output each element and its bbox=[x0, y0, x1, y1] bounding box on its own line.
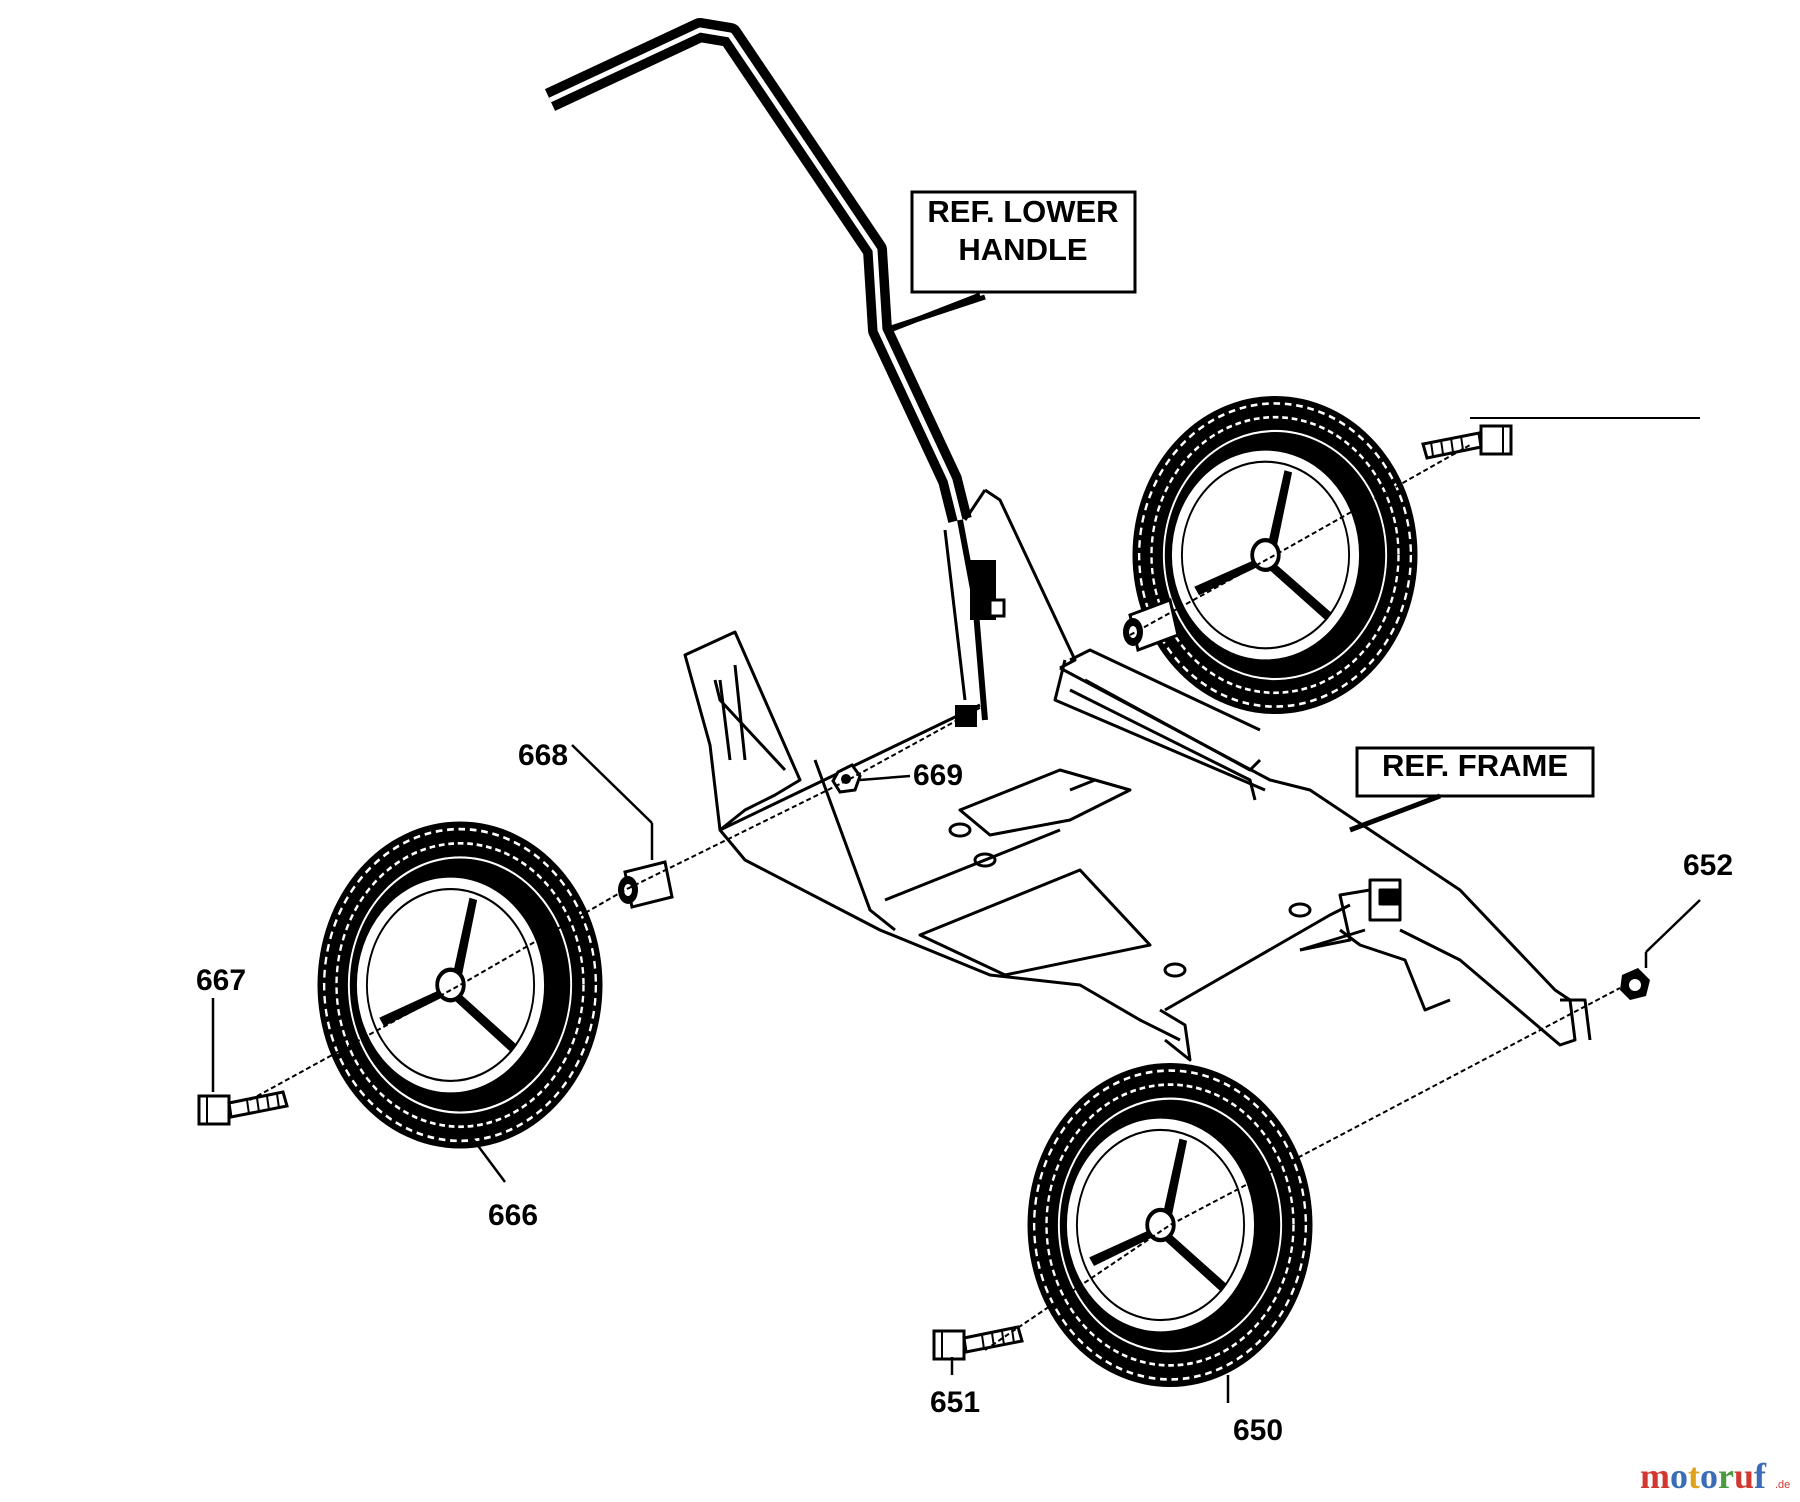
part-666-label: 666 bbox=[488, 1199, 538, 1232]
watermark-letter: m bbox=[1640, 1456, 1670, 1496]
bolt-651 bbox=[932, 1325, 1024, 1361]
watermark-letter: u bbox=[1734, 1456, 1754, 1496]
bolt-667 bbox=[197, 1090, 289, 1126]
ref-frame-label: REF. FRAME bbox=[1382, 748, 1568, 783]
frame bbox=[683, 488, 1592, 1062]
part-651-label: 651 bbox=[930, 1386, 980, 1419]
nut-669 bbox=[831, 763, 862, 794]
wheel-upper-right bbox=[1133, 396, 1418, 714]
part-667-label: 667 bbox=[196, 964, 246, 997]
ref-frame-callout: REF. FRAME bbox=[1349, 746, 1595, 833]
ref-lower-handle-line1: REF. LOWER bbox=[927, 194, 1118, 229]
part-669-label: 669 bbox=[913, 759, 963, 792]
watermark-letter: o bbox=[1700, 1456, 1718, 1496]
watermark-letter: o bbox=[1670, 1456, 1688, 1496]
alignment-lines bbox=[249, 444, 1621, 1351]
part-650-label: 650 bbox=[1233, 1414, 1283, 1447]
ref-lower-handle-line2: HANDLE bbox=[958, 232, 1087, 267]
spacer-upper-right bbox=[1123, 597, 1180, 653]
watermark-letter: r bbox=[1718, 1456, 1734, 1496]
wheel-650 bbox=[1028, 1063, 1313, 1387]
watermark-letter: t bbox=[1688, 1456, 1700, 1496]
part-668-label: 668 bbox=[518, 739, 568, 772]
watermark-letter: f bbox=[1754, 1456, 1767, 1496]
leader-lines bbox=[211, 744, 1701, 1403]
bolt-upper-right bbox=[1421, 424, 1513, 460]
spacer-668 bbox=[618, 860, 674, 909]
wheel-666 bbox=[318, 822, 603, 1149]
lower-handle bbox=[544, 18, 1006, 727]
watermark-suffix: .de bbox=[1775, 1479, 1790, 1491]
motoruf-watermark: motoruf .de bbox=[1640, 1456, 1790, 1496]
nut-652 bbox=[1620, 968, 1650, 1000]
svg-text:motoruf: motoruf bbox=[1640, 1456, 1767, 1496]
ref-lower-handle-callout: REF. LOWER HANDLE bbox=[884, 190, 1137, 333]
part-652-label: 652 bbox=[1683, 849, 1733, 882]
